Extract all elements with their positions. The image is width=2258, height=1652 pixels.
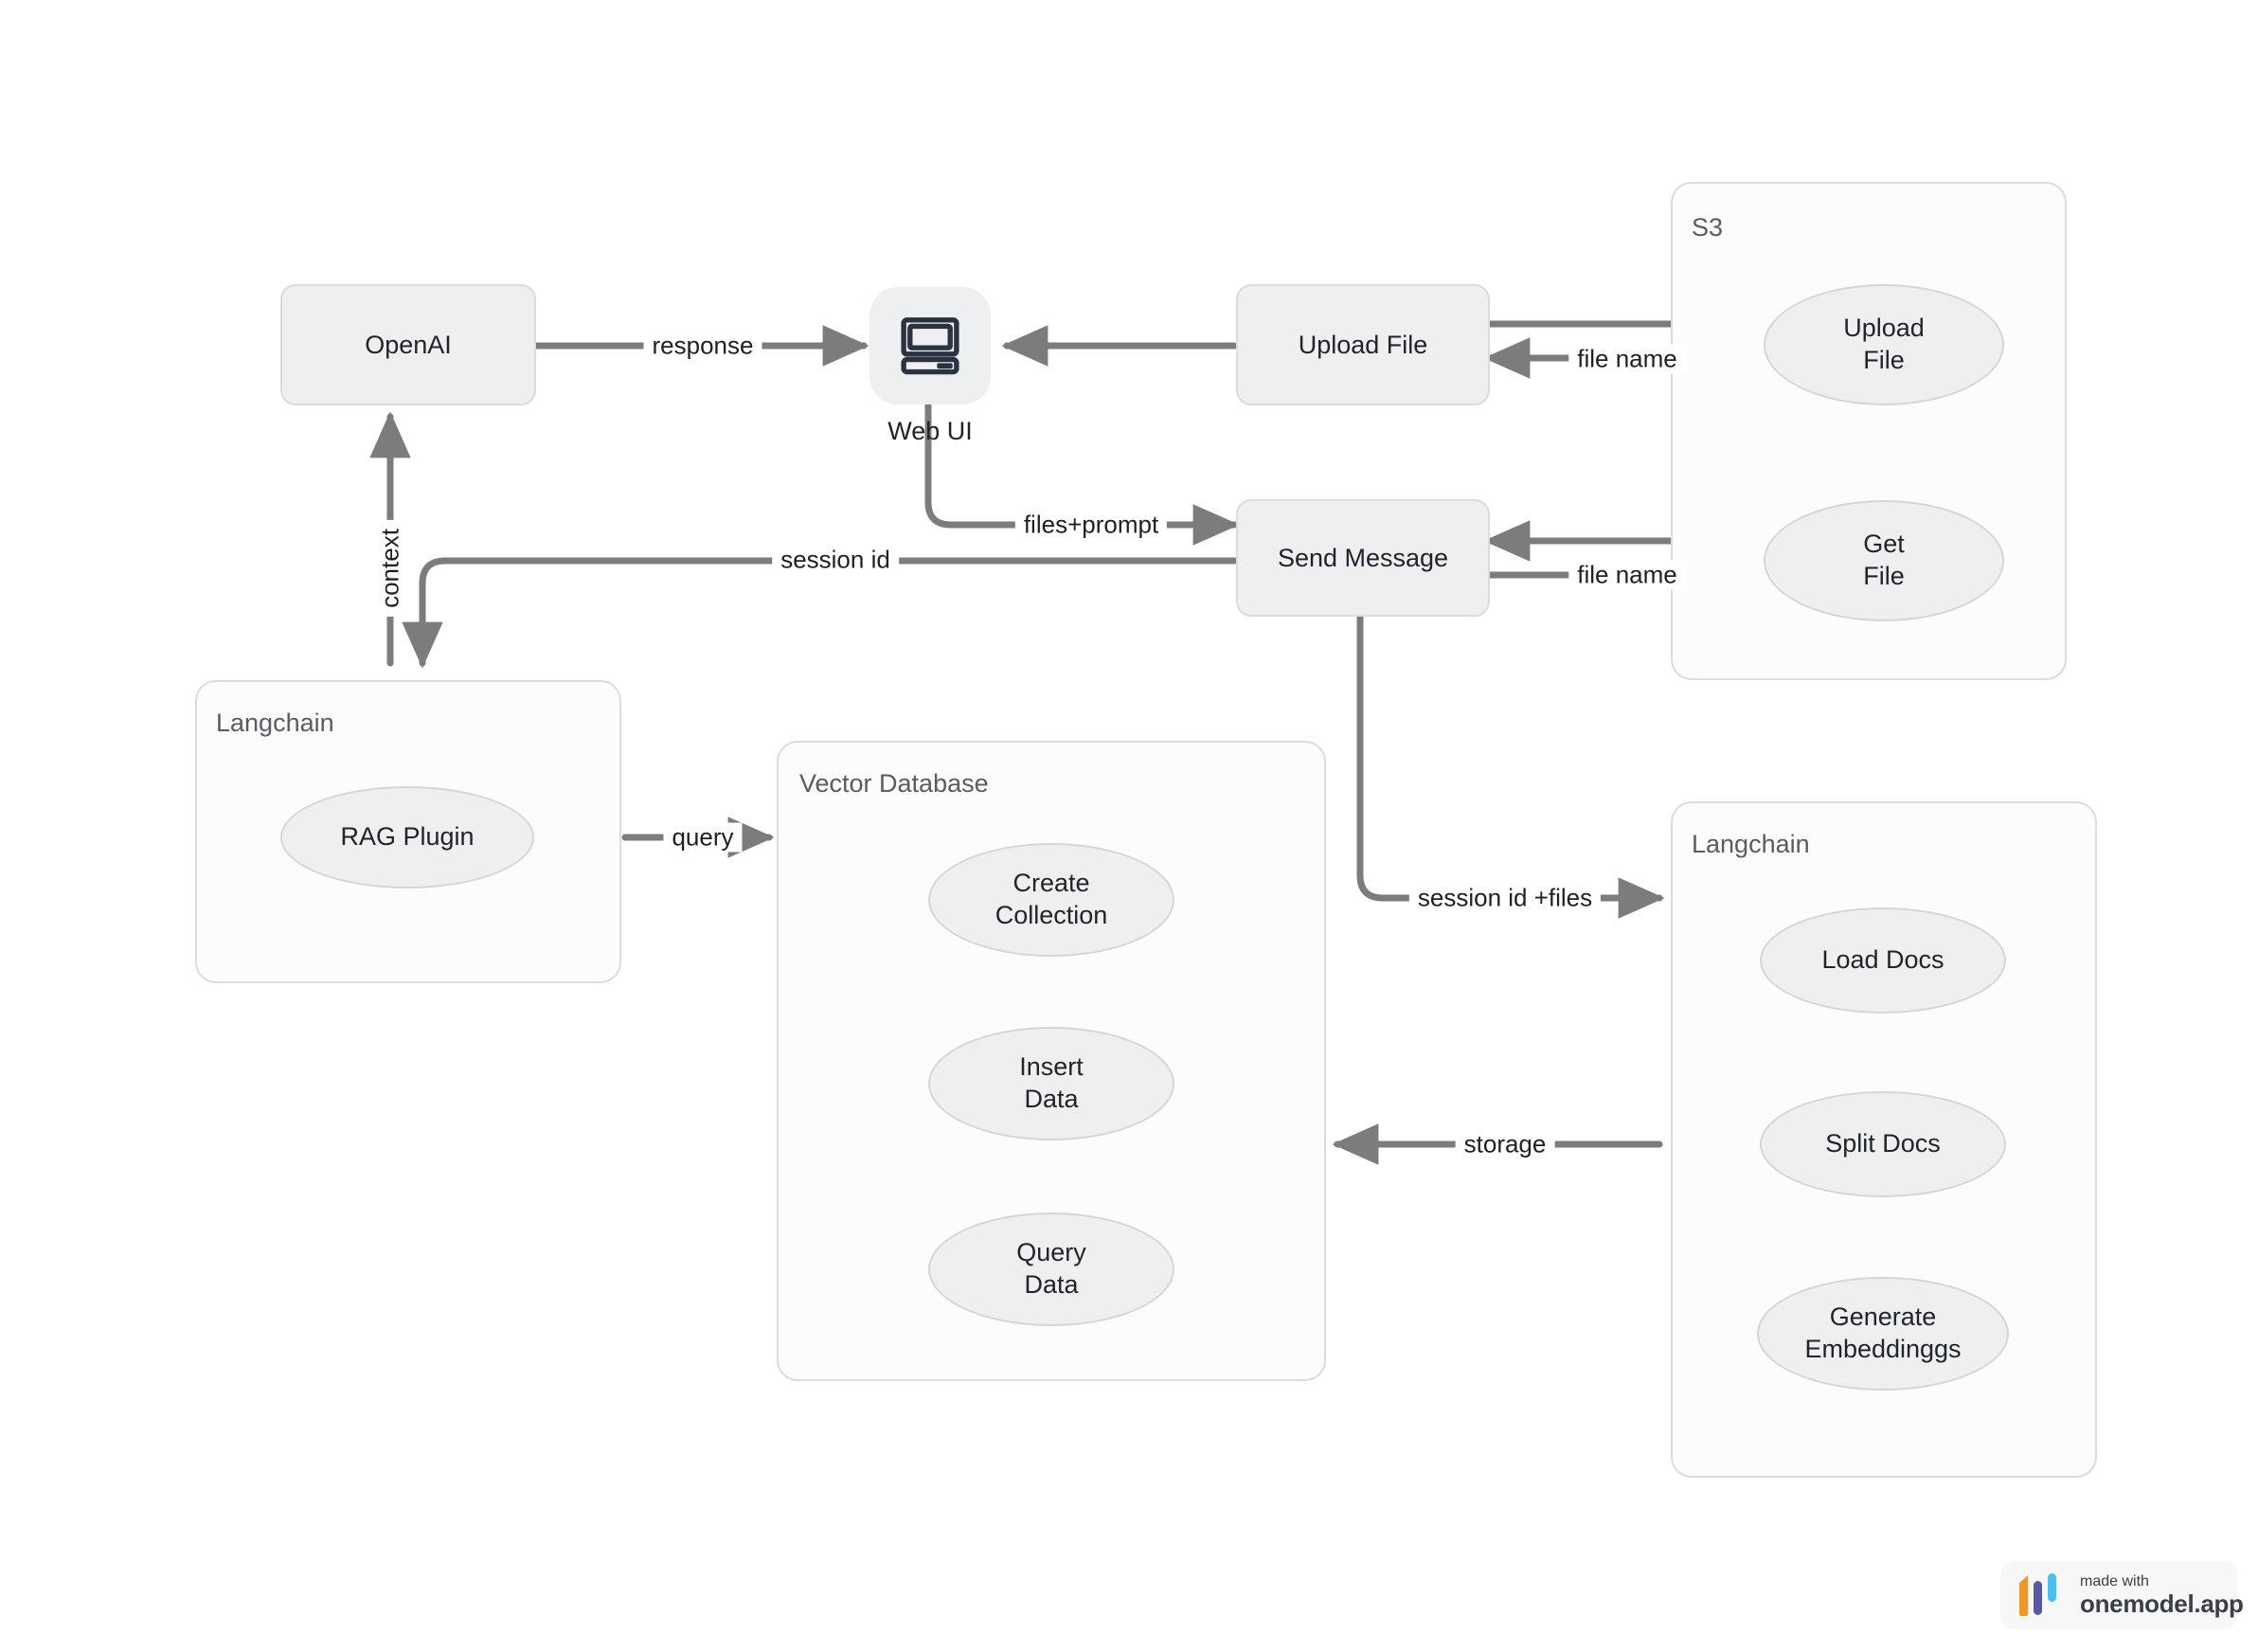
monitor-icon bbox=[901, 317, 959, 375]
watermark-made-with: made with bbox=[2080, 1572, 2149, 1589]
edge-label-query: query bbox=[663, 822, 743, 853]
node-s3-get-file[interactable]: Get File bbox=[1764, 500, 2004, 621]
group-langchain-ingest-title: Langchain bbox=[1692, 830, 1810, 858]
node-insert-data[interactable]: Insert Data bbox=[928, 1027, 1174, 1140]
edge-session-id-files bbox=[1356, 613, 1665, 919]
edge-label-getfile-name: file name bbox=[1568, 560, 1686, 590]
node-send-message[interactable]: Send Message bbox=[1236, 499, 1490, 617]
edge-label-session-id: session id bbox=[772, 545, 899, 575]
edge-label-session-id-files: session id +files bbox=[1408, 883, 1602, 913]
node-create-collection[interactable]: Create Collection bbox=[928, 843, 1174, 957]
node-openai[interactable]: OpenAI bbox=[280, 284, 536, 405]
node-load-docs[interactable]: Load Docs bbox=[1760, 907, 2006, 1014]
edge-label-context: context bbox=[375, 520, 405, 617]
onemodel-bars-icon bbox=[2019, 1573, 2056, 1616]
group-vector-database-title: Vector Database bbox=[799, 769, 989, 798]
edge-label-files-prompt: files+prompt bbox=[1014, 510, 1168, 540]
onemodel-logo-icon bbox=[2016, 1573, 2067, 1616]
watermark-badge[interactable]: made with onemodel.app bbox=[2000, 1561, 2244, 1629]
node-generate-embeddings[interactable]: Generate Embeddinggs bbox=[1757, 1277, 2009, 1391]
node-web-ui-label: Web UI bbox=[887, 417, 973, 445]
watermark-brand: onemodel.app bbox=[2080, 1589, 2244, 1618]
node-rag-plugin[interactable]: RAG Plugin bbox=[280, 786, 534, 889]
edge-session-id bbox=[402, 557, 1238, 669]
group-langchain-rag-title: Langchain bbox=[216, 709, 334, 737]
node-s3-upload-file[interactable]: Upload File bbox=[1764, 284, 2004, 405]
watermark-text: made with onemodel.app bbox=[2080, 1573, 2244, 1617]
edge-label-response: response bbox=[643, 331, 762, 361]
node-split-docs[interactable]: Split Docs bbox=[1760, 1091, 2006, 1197]
edge-files-prompt bbox=[924, 394, 1240, 546]
edge-label-s3-filename: file name bbox=[1568, 344, 1686, 374]
edge-label-storage: storage bbox=[1455, 1129, 1555, 1159]
node-query-data[interactable]: Query Data bbox=[928, 1212, 1174, 1326]
node-web-ui[interactable] bbox=[869, 287, 991, 404]
node-upload-file[interactable]: Upload File bbox=[1236, 284, 1490, 405]
group-s3-title: S3 bbox=[1692, 213, 1724, 242]
